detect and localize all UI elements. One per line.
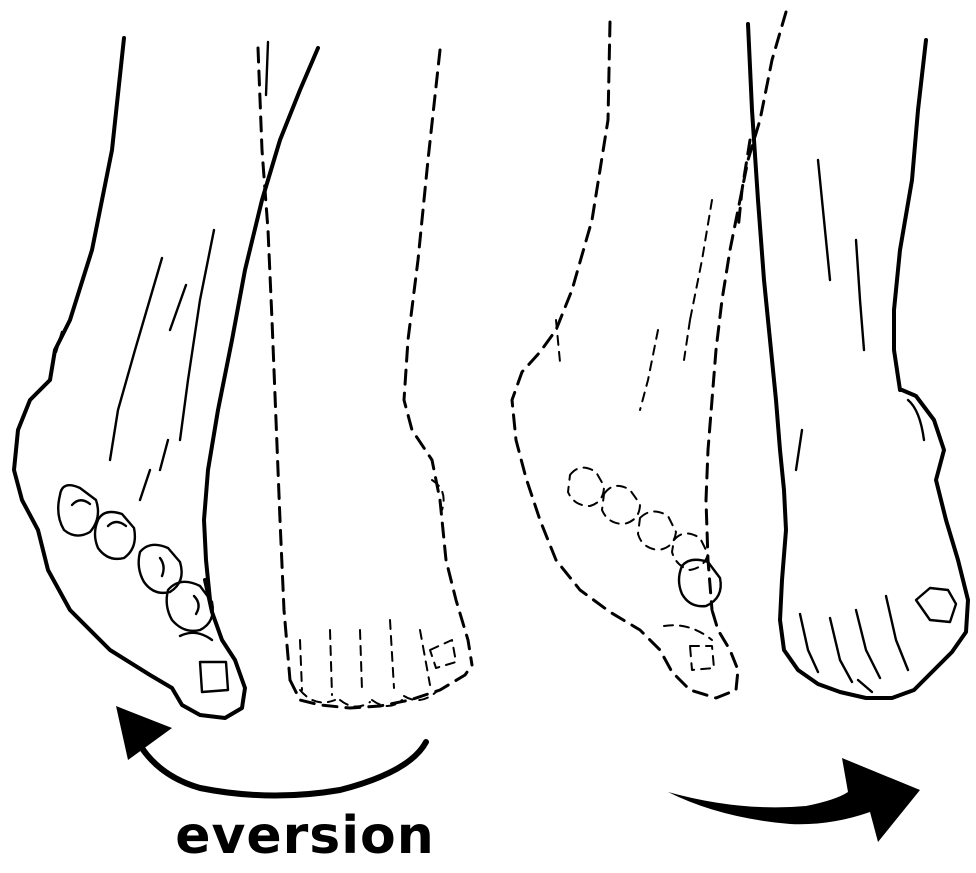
curved-arrow-right-icon (668, 758, 920, 842)
left-foot-figure (14, 38, 472, 796)
curved-arrow-counterclockwise-icon (116, 706, 426, 796)
caption-eversion: eversion (160, 806, 450, 866)
right-foot-figure (512, 12, 968, 842)
right-foot-neutral-outline (512, 12, 786, 698)
right-foot-everted-outline (748, 24, 968, 698)
left-foot-everted-outline (14, 38, 318, 718)
left-foot-neutral-outline (258, 48, 472, 708)
